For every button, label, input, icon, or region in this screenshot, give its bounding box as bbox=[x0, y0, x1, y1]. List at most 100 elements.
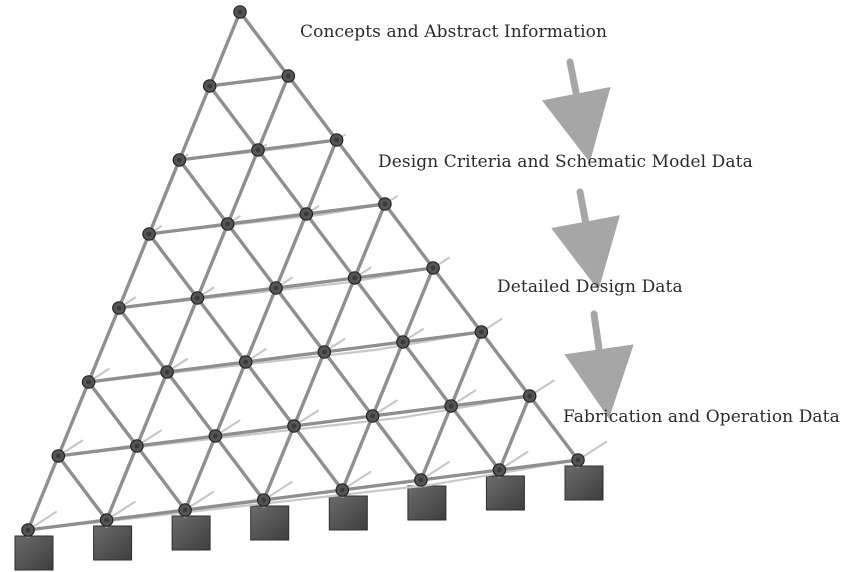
strut bbox=[304, 212, 357, 280]
strut bbox=[225, 148, 260, 226]
strut bbox=[177, 158, 230, 226]
strut bbox=[86, 380, 139, 448]
strut bbox=[368, 274, 392, 280]
strut bbox=[147, 232, 200, 300]
truss-node-core bbox=[255, 147, 261, 153]
truss-node-core bbox=[225, 221, 231, 227]
strut bbox=[256, 74, 290, 152]
strut bbox=[352, 276, 405, 344]
truss-node-core bbox=[334, 137, 339, 143]
strut bbox=[259, 355, 320, 364]
strut bbox=[290, 281, 350, 290]
strut bbox=[383, 202, 435, 270]
strut bbox=[450, 476, 474, 483]
truss-node-core bbox=[237, 9, 243, 15]
truss-node-core bbox=[146, 231, 152, 237]
strut bbox=[419, 468, 502, 482]
strut bbox=[207, 84, 260, 152]
truss-node-core bbox=[497, 467, 502, 473]
strut bbox=[177, 148, 260, 162]
process-arrow bbox=[541, 58, 611, 163]
strut bbox=[183, 498, 266, 512]
strut bbox=[147, 158, 182, 236]
strut bbox=[165, 370, 218, 438]
foundation-pedestals bbox=[14, 460, 604, 571]
strut bbox=[292, 350, 326, 428]
strut bbox=[117, 232, 151, 310]
strut bbox=[26, 518, 109, 532]
strut bbox=[86, 306, 121, 384]
strut bbox=[256, 148, 308, 216]
truss-nodes bbox=[21, 5, 585, 537]
truss-node-core bbox=[195, 295, 200, 301]
strut bbox=[304, 138, 339, 216]
pedestal-block bbox=[564, 465, 604, 501]
truss-node-core bbox=[116, 305, 122, 311]
strut bbox=[104, 508, 187, 522]
strut bbox=[428, 480, 453, 487]
truss-node-core bbox=[400, 339, 406, 345]
pedestal-block bbox=[14, 535, 54, 571]
truss-node-core bbox=[527, 393, 533, 399]
truss-node-core bbox=[352, 275, 357, 281]
truss-node-core bbox=[418, 477, 424, 483]
strut bbox=[135, 370, 169, 448]
truss-node-core bbox=[479, 329, 484, 335]
strut bbox=[334, 138, 387, 206]
strut bbox=[213, 360, 248, 438]
strut bbox=[195, 296, 248, 364]
strut bbox=[213, 424, 296, 438]
strut bbox=[449, 404, 502, 472]
strut bbox=[56, 444, 139, 458]
stage-label-design-criteria: Design Criteria and Schematic Model Data bbox=[378, 152, 753, 172]
truss-node-core bbox=[273, 285, 279, 291]
strut bbox=[370, 414, 423, 482]
strut bbox=[56, 454, 109, 522]
strut bbox=[274, 276, 357, 290]
truss-node-core bbox=[86, 379, 91, 385]
strut bbox=[213, 434, 266, 502]
strut bbox=[256, 138, 339, 152]
strut bbox=[56, 380, 91, 458]
strut bbox=[292, 414, 375, 428]
strut bbox=[26, 454, 60, 532]
strut bbox=[165, 296, 200, 374]
strut bbox=[513, 466, 537, 472]
stage-label-fabrication: Fabrication and Operation Data bbox=[563, 407, 840, 427]
strut bbox=[147, 222, 230, 236]
pedestal-block bbox=[485, 475, 525, 511]
strut bbox=[322, 350, 375, 418]
strut bbox=[274, 212, 308, 290]
stage-label-detailed-design: Detailed Design Data bbox=[497, 277, 683, 297]
truss-node-core bbox=[243, 359, 249, 365]
strut bbox=[262, 488, 344, 502]
pedestal-block bbox=[328, 495, 368, 531]
strut bbox=[416, 338, 441, 344]
strut bbox=[422, 409, 447, 415]
strut bbox=[104, 444, 139, 522]
strut bbox=[340, 478, 423, 492]
truss-node-core bbox=[55, 453, 61, 459]
strut bbox=[117, 306, 169, 374]
strut bbox=[199, 503, 259, 512]
strut bbox=[195, 222, 230, 300]
truss-node-core bbox=[430, 265, 436, 271]
strut bbox=[401, 412, 426, 419]
strut bbox=[165, 360, 248, 374]
strut bbox=[207, 10, 242, 88]
strut bbox=[465, 402, 489, 408]
truss-node-core bbox=[104, 517, 109, 523]
strut bbox=[177, 84, 212, 162]
truss-node-core bbox=[370, 413, 375, 419]
stage-label-concepts: Concepts and Abstract Information bbox=[300, 22, 608, 42]
strut bbox=[497, 458, 580, 472]
strut bbox=[225, 212, 308, 226]
strut bbox=[135, 444, 187, 512]
strut bbox=[225, 222, 278, 290]
truss-node-core bbox=[285, 73, 291, 79]
strut bbox=[243, 360, 296, 428]
truss-node-core bbox=[177, 157, 182, 163]
truss-node-core bbox=[164, 369, 170, 375]
strut bbox=[497, 394, 532, 472]
strut bbox=[238, 10, 290, 78]
